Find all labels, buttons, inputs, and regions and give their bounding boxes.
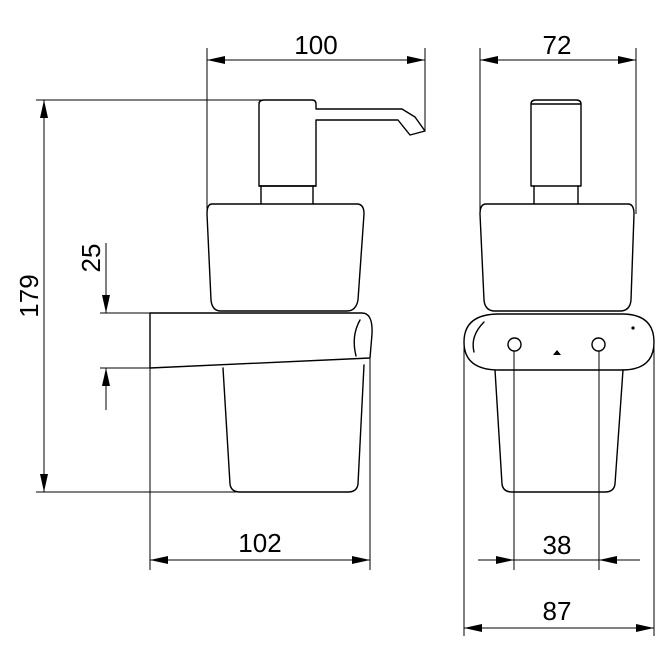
- front-pump-head: [530, 99, 582, 187]
- side-container: [222, 364, 365, 493]
- side-view: [149, 99, 426, 493]
- dim-label-top-width-side: 100: [294, 30, 337, 60]
- front-screw-hole-right: [591, 337, 606, 352]
- front-view: [463, 99, 655, 493]
- dimension-lines: [36, 48, 655, 636]
- front-holder-inner-edge: [472, 321, 485, 353]
- side-bottle: [206, 203, 365, 312]
- front-center-mark: [553, 350, 561, 355]
- dim-label-bottom-depth-side: 102: [238, 528, 281, 558]
- front-corner-dot: [631, 326, 635, 330]
- front-bottle: [479, 203, 635, 312]
- side-pump-head: [258, 99, 426, 187]
- side-holder-front: [353, 319, 361, 357]
- front-wall-holder: [463, 313, 655, 371]
- dim-label-hole-spacing: 38: [543, 530, 572, 560]
- front-screw-hole-left: [507, 337, 522, 352]
- dim-label-top-width-front: 72: [543, 30, 572, 60]
- front-container: [494, 369, 624, 493]
- side-wall-holder: [149, 312, 373, 369]
- dim-label-holder-height: 25: [76, 244, 106, 273]
- side-pump-neck: [260, 185, 314, 205]
- dim-label-bottom-width-front: 87: [543, 596, 572, 626]
- front-pump-neck: [533, 185, 579, 205]
- dim-label-total-height: 179: [14, 274, 44, 317]
